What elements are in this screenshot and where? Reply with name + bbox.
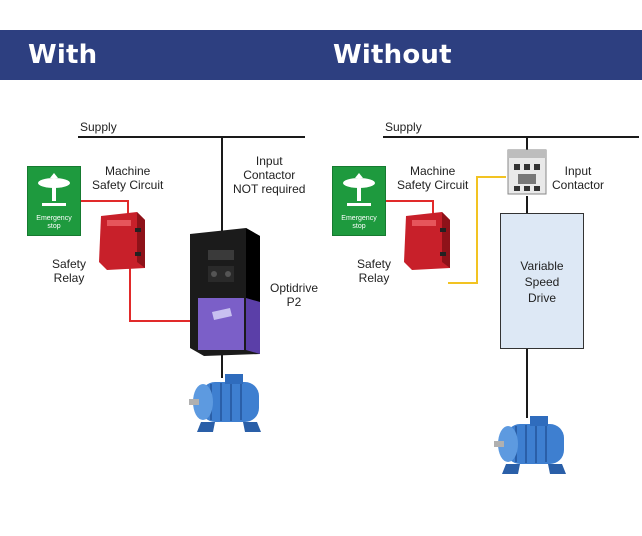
right-estop-text: Emergency stop xyxy=(341,215,377,230)
right-vsd-to-motor xyxy=(526,348,528,418)
left-estop-text: Emergency stop xyxy=(36,215,72,230)
left-estop-wire xyxy=(80,200,128,202)
left-supply-label: Supply xyxy=(80,120,117,134)
left-safety-relay-icon xyxy=(99,212,145,270)
right-estop-wire xyxy=(385,200,433,202)
left-emergency-stop-icon: Emergency stop xyxy=(27,166,81,236)
right-supply-line xyxy=(383,136,639,138)
left-estop-wire-drop xyxy=(127,200,129,214)
right-input-contactor-label: Input Contactor xyxy=(552,164,605,192)
right-supply-drop xyxy=(526,136,528,150)
header-bar xyxy=(0,30,642,80)
left-optidrive-icon xyxy=(190,228,260,356)
right-contactor-to-vsd xyxy=(526,196,528,214)
right-estop-wire-drop xyxy=(432,200,434,214)
left-safety-relay-label: Safety Relay xyxy=(52,257,87,285)
header-without: Without xyxy=(333,40,452,70)
right-supply-label: Supply xyxy=(385,120,422,134)
right-vsd-label: Variable Speed Drive xyxy=(520,259,564,305)
right-input-contactor-icon xyxy=(507,149,547,195)
left-machine-safety-label: Machine Safety Circuit xyxy=(92,164,164,192)
right-machine-safety-label: Machine Safety Circuit xyxy=(397,164,469,192)
right-motor-icon xyxy=(494,416,566,474)
right-safety-relay-label: Safety Relay xyxy=(357,257,392,285)
header-with: With xyxy=(28,40,98,70)
left-supply-line xyxy=(78,136,305,138)
right-contactor-wire-vertical xyxy=(476,176,478,284)
left-relay-wire-to-drive xyxy=(129,320,195,322)
right-contactor-wire-top xyxy=(476,176,506,178)
left-supply-drop xyxy=(221,136,223,232)
right-contactor-wire-bottom xyxy=(448,282,478,284)
right-variable-speed-drive: Variable Speed Drive xyxy=(500,213,584,349)
left-drive-label: Optidrive P2 xyxy=(270,281,319,309)
right-emergency-stop-icon: Emergency stop xyxy=(332,166,386,236)
left-input-contactor-note: Input Contactor NOT required xyxy=(233,154,306,196)
left-motor-icon xyxy=(189,374,261,432)
right-safety-relay-icon xyxy=(404,212,450,270)
left-drive-to-motor xyxy=(221,350,223,378)
left-relay-wire-down xyxy=(129,268,131,321)
